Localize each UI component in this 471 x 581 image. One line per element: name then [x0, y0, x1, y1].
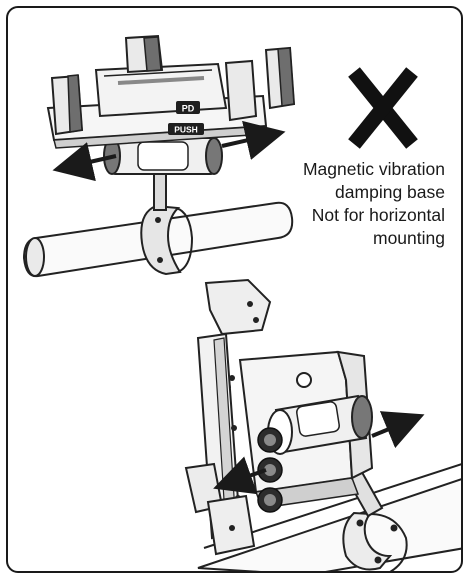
warning-line-2: damping base — [335, 182, 445, 202]
arrow-left-top — [52, 142, 117, 182]
warning-line-1: Magnetic vibration — [302, 159, 445, 179]
pd-label: PD — [182, 104, 195, 114]
handlebar-clamp-bottom — [342, 511, 408, 571]
handlebar-clamp-top — [140, 204, 194, 276]
mounting-diagram: PD PUSH — [22, 34, 461, 571]
warning-text: Magnetic vibration damping base Not for … — [245, 158, 445, 250]
prohibited-x-icon — [348, 67, 418, 149]
warning-line-3: Not for horizontal — [311, 205, 445, 225]
instruction-card: PD PUSH — [6, 6, 463, 573]
push-tab — [168, 123, 204, 135]
phone-holder-bottom — [184, 278, 374, 556]
arrow-right-top — [221, 120, 286, 160]
pd-badge — [176, 101, 200, 114]
warning-line-4: mounting — [373, 228, 445, 248]
arrow-right-bottom — [371, 411, 425, 449]
horizontal-mount-illustration: PD PUSH — [22, 34, 296, 278]
push-label: PUSH — [174, 125, 198, 135]
vertical-mount-illustration — [184, 278, 461, 571]
arrow-left-bottom — [213, 456, 267, 495]
phone-holder-top: PD PUSH — [46, 34, 296, 175]
